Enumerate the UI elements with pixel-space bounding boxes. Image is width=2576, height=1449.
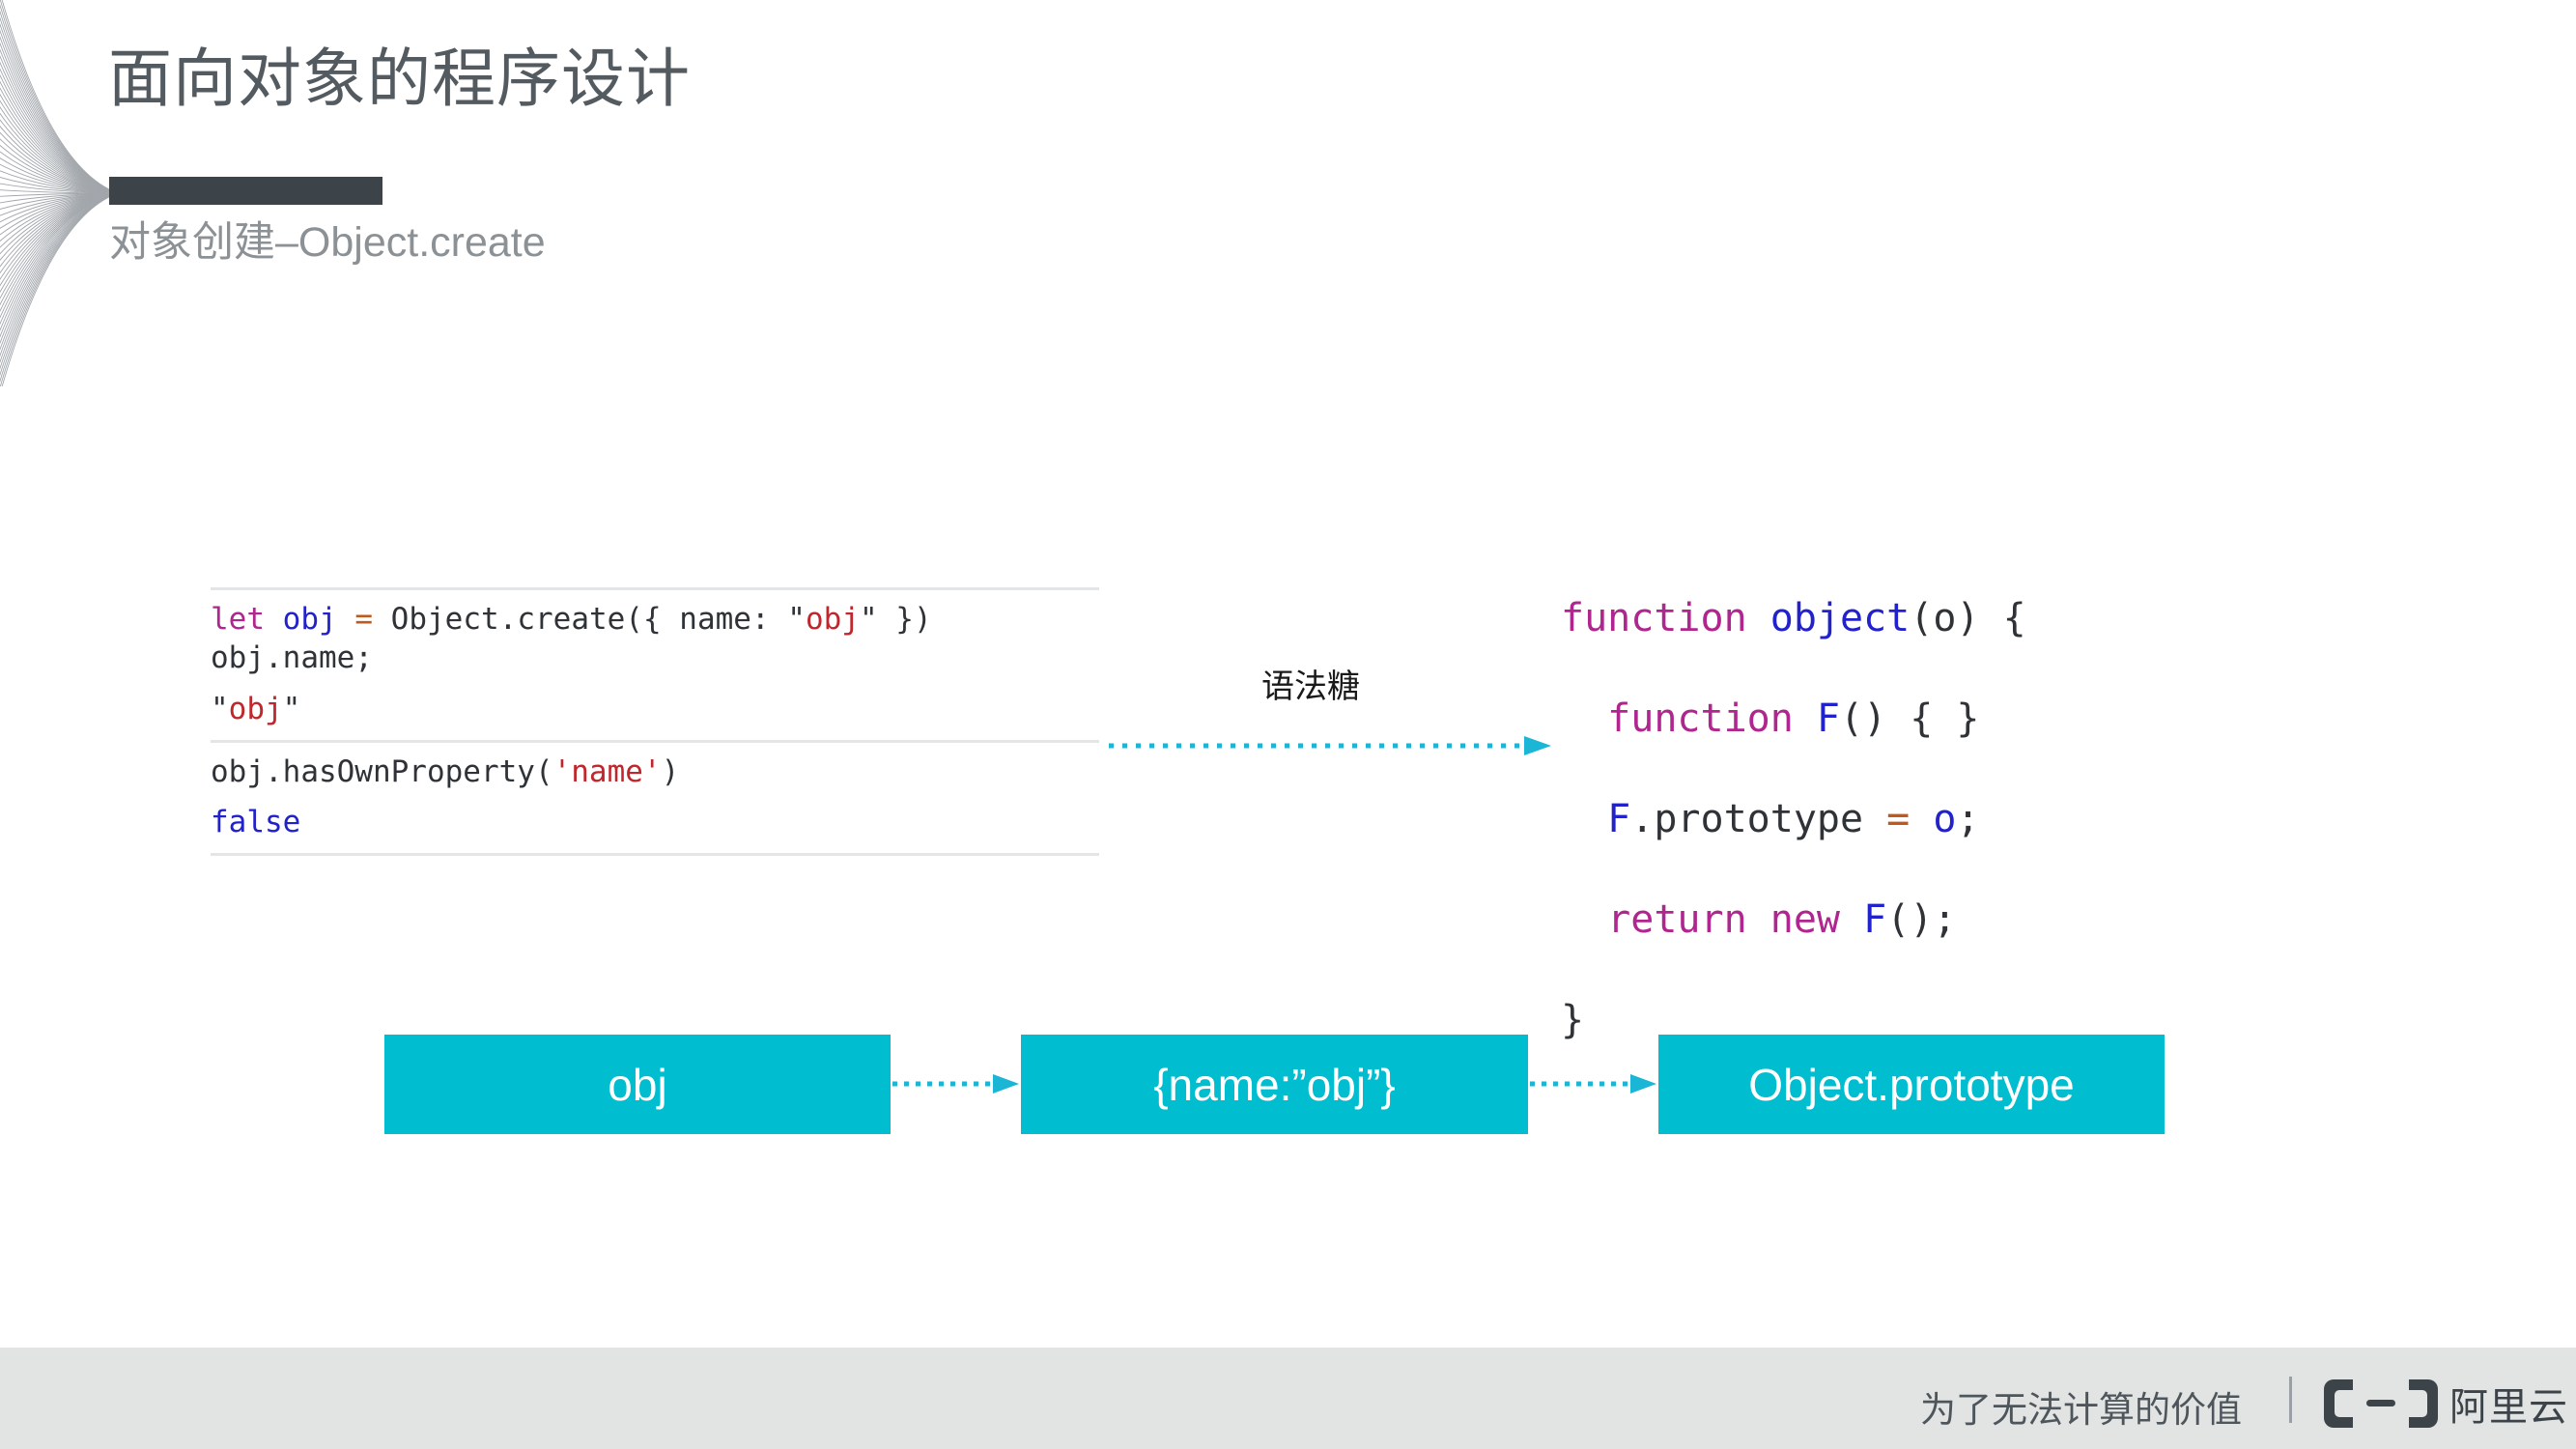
- chain-box-label: Object.prototype: [1748, 1059, 2075, 1110]
- console-cell-input-2: obj.hasOwnProperty('name'): [211, 743, 1099, 803]
- page-title: 面向对象的程序设计: [108, 43, 691, 114]
- aliyun-logo-icon: [2324, 1379, 2438, 1428]
- code-token: () { }: [1840, 696, 1980, 741]
- page-subtitle: 对象创建–Object.create: [109, 219, 546, 266]
- code-token: }): [877, 602, 932, 637]
- code-token: ;: [1956, 797, 1980, 841]
- code-token: F: [1816, 696, 1841, 741]
- code-token: (o) {: [1910, 596, 2026, 640]
- code-line: function object(o) {: [1561, 593, 2026, 643]
- code-token: ": [859, 602, 878, 637]
- code-token: =: [354, 602, 374, 637]
- code-token: obj: [282, 602, 337, 637]
- console-line: let obj = Object.create({ name: "obj" }): [211, 600, 1099, 639]
- code-token: =: [1886, 797, 1911, 841]
- code-token: F: [1863, 897, 1887, 942]
- console-line: "obj": [211, 690, 1099, 728]
- code-token: obj: [805, 602, 860, 637]
- console-cell-output-1: "obj": [211, 690, 1099, 740]
- code-token: ": [787, 602, 806, 637]
- repl-console: let obj = Object.create({ name: "obj" })…: [211, 587, 1099, 857]
- code-token: [1561, 897, 1607, 942]
- code-token: ();: [1886, 897, 1957, 942]
- footer-bar: [0, 1348, 2576, 1449]
- code-token: let: [211, 602, 265, 637]
- code-token: object: [1769, 596, 1911, 640]
- code-token: ): [661, 753, 680, 789]
- code-token: F: [1607, 797, 1631, 841]
- syntactic-sugar-label: 语法糖: [1261, 668, 1360, 705]
- aliyun-logo: 阿里云: [2324, 1376, 2568, 1432]
- chain-box-label: {name:”obj”}: [1153, 1059, 1396, 1110]
- code-token: function: [1561, 596, 1747, 640]
- chain-arrow-icon-1: [892, 1074, 1019, 1094]
- code-line: return new F();: [1561, 895, 2026, 945]
- chain-box-literal[interactable]: {name:”obj”}: [1021, 1035, 1528, 1134]
- title-underline-bar: [109, 177, 382, 205]
- code-token: [1561, 696, 1607, 741]
- console-divider-middle: [211, 739, 1099, 743]
- code-line: }: [1561, 995, 2026, 1045]
- console-divider-bottom: [211, 853, 1099, 857]
- code-token: .prototype: [1630, 797, 1887, 841]
- chain-box-label: obj: [608, 1059, 667, 1110]
- code-token: [1561, 797, 1607, 841]
- chain-box-obj[interactable]: obj: [384, 1035, 891, 1134]
- code-token: Object.create({ name:: [373, 602, 788, 637]
- footer-divider: [2289, 1377, 2292, 1423]
- sugar-arrow-icon: [1109, 736, 1551, 755]
- code-token: obj.hasOwnProperty(: [211, 753, 553, 789]
- console-cell-output-2: false: [211, 803, 1099, 853]
- expanded-code-block: function object(o) { function F() { } F.…: [1561, 593, 2026, 1045]
- console-line: obj.hasOwnProperty('name'): [211, 753, 1099, 791]
- code-token: false: [211, 805, 301, 840]
- chain-box-object-prototype[interactable]: Object.prototype: [1658, 1035, 2165, 1134]
- console-line: false: [211, 803, 1099, 841]
- code-token: [1747, 897, 1770, 942]
- code-line: function F() { }: [1561, 694, 2026, 744]
- code-token: function: [1607, 696, 1794, 741]
- console-divider-top: [211, 587, 1099, 590]
- code-token: [1910, 797, 1933, 841]
- console-cell-input-1: let obj = Object.create({ name: "obj" })…: [211, 590, 1099, 690]
- code-token: 'name': [552, 753, 662, 789]
- code-token: o: [1933, 797, 1957, 841]
- code-token: obj.name;: [211, 640, 373, 676]
- footer-tagline: 为了无法计算的价值: [1920, 1390, 2242, 1430]
- code-token: [1840, 897, 1863, 942]
- code-token: new: [1769, 897, 1841, 942]
- chain-arrow-icon-2: [1530, 1074, 1656, 1094]
- code-token: [337, 602, 355, 637]
- code-token: return: [1607, 897, 1747, 942]
- code-token: [265, 602, 283, 637]
- code-token: obj: [228, 691, 283, 726]
- console-line: obj.name;: [211, 639, 1099, 677]
- code-token: ": [211, 691, 229, 726]
- code-line: F.prototype = o;: [1561, 794, 2026, 844]
- code-token: [1747, 596, 1770, 640]
- code-token: }: [1561, 998, 1585, 1042]
- aliyun-brand-text: 阿里云: [2449, 1386, 2568, 1429]
- code-token: [1794, 696, 1817, 741]
- code-token: ": [282, 691, 301, 726]
